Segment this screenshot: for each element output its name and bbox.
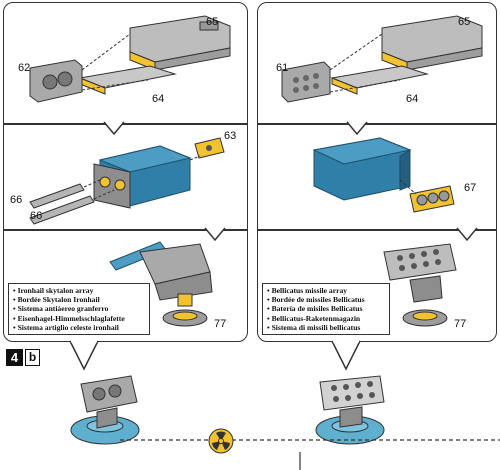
flow-notch [103,121,125,136]
callout-pointer [69,339,99,371]
part-number-label: 67 [464,182,477,194]
legend-line: Bordée Skytalon Ironhail [13,295,145,304]
row-divider [258,229,496,231]
name-legend-box: Ironhail skytalon array Bordée Skytalon … [8,283,150,336]
callout-pointer [331,339,361,371]
right-row1-parts [281,15,483,103]
row-divider [4,229,247,231]
legend-line: Bellicatus-Raketenmagazin [267,314,385,323]
legend-line: Eisenhagel-Himmelsschlaglafette [13,314,145,323]
flow-notch [456,227,478,242]
part-number-label: 61 [276,62,289,74]
right-row2-parts [312,137,455,213]
legend-line: Bordée de missiles Bellicatus [267,295,385,304]
legend-line: Bellicatus missile array [267,286,385,295]
part-number-label: 65 [458,16,471,28]
left-row2-parts [29,137,225,225]
part-number-label: 62 [18,62,31,74]
part-number-label: 63 [224,130,237,142]
row-divider [4,123,247,125]
legend-line: Sistema antiáereo granferro [13,304,145,313]
legend-line: Batería de misiles Bellicatus [267,304,385,313]
part-number-label: 64 [406,93,419,105]
left-row3-turret [109,241,213,327]
left-row1-parts [29,15,231,103]
step-number: 4 [6,349,23,366]
row-divider [258,123,496,125]
part-number-label: 77 [214,318,227,330]
part-number-label: 64 [152,93,165,105]
part-number-label: 77 [454,318,467,330]
flow-notch [346,121,368,136]
step-letter: b [25,349,40,366]
connector-line [120,439,500,470]
legend-line: Ironhail skytalon array [13,286,145,295]
legend-line: Sistema di missili bellicatus [267,323,385,332]
right-row3-turret [383,243,457,327]
part-number-label: 66 [30,210,43,222]
flow-notch [204,227,226,242]
part-number-label: 66 [10,194,23,206]
legend-line: Sistema artiglio celeste ironhail [13,323,145,332]
result-turret-ironhail [70,375,140,445]
part-number-label: 65 [206,16,219,28]
name-legend-box: Bellicatus missile array Bordée de missi… [262,283,390,336]
hazard-icon [208,428,234,454]
result-turret-bellicatus [315,375,385,445]
